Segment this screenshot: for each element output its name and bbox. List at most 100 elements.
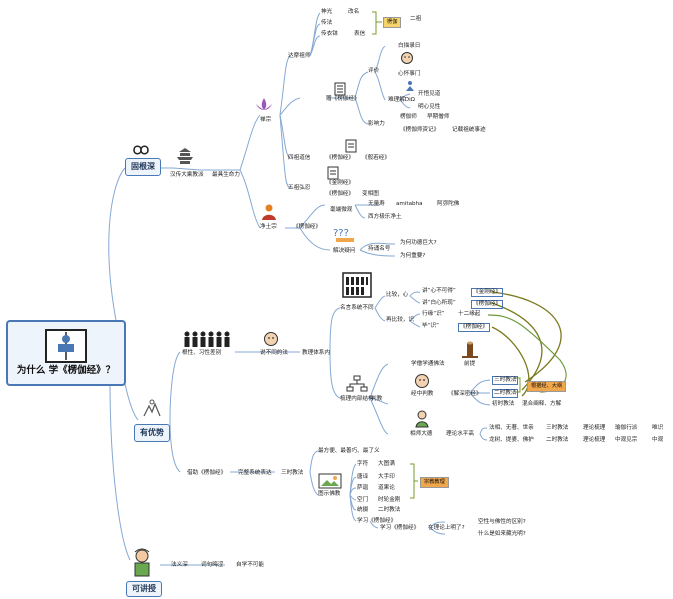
node-bianxiang[interactable]: 变相图 [362,191,379,197]
node-jingtu[interactable]: 净土宗 [260,224,277,230]
node-zifu[interactable]: 字符 [357,461,369,467]
node-kongmen[interactable]: 空门 [357,497,369,503]
node-mingxin[interactable]: 明心见性 [418,104,441,110]
row1-c3[interactable]: 瑜伽行派 [615,425,638,431]
node-wuliang[interactable]: 无量寿 [368,201,385,207]
node-lqj2[interactable]: 《楞伽经》 [326,191,354,197]
node-shuobutong[interactable]: 说不同的法 [260,350,288,356]
node-xuezhe[interactable]: 学僧学通佛法 [411,361,445,367]
node-shier[interactable]: 十二缘起 [458,311,481,317]
node-zuiju[interactable]: 最具生命力 [212,172,240,178]
row1-c0[interactable]: 法相、无著、世亲 [489,425,534,431]
node-jizai[interactable]: 记载祖统事迹 [452,127,486,133]
node-erzu[interactable]: 二祖 [410,16,422,22]
node-jingang2[interactable]: 《金刚经》 [326,180,354,186]
node-lqj1[interactable]: 《楞伽经》 [326,155,354,161]
row1-c1[interactable]: 三时教法 [546,425,569,431]
node-amituo[interactable]: 阿弥陀佛 [437,201,460,207]
node-wanzheng[interactable]: 完整系统表达 [238,470,272,476]
node-xifang[interactable]: 西方极乐净土 [368,214,402,220]
row1-c4[interactable]: 唯识 [652,425,664,431]
row2-c3[interactable]: 中观见宗 [615,437,638,443]
node-lilunshang[interactable]: 在理论上明了? [428,525,465,531]
row2-c0[interactable]: 龙树、提婆、佛护 [489,437,534,443]
node-shenguang[interactable]: 神光 [321,9,333,15]
node-baiju[interactable]: 白描录日 [398,43,421,49]
node-sizu[interactable]: 四祖道信 [288,155,311,161]
node-zui[interactable]: 最方便、最善巧、最了义 [318,448,380,454]
node-jiang2[interactable]: 讲“白心所现” [422,300,456,306]
node-xuexi[interactable]: 学习《楞伽经》 [380,525,420,531]
node-jingzhong[interactable]: 经中判教 [411,391,434,397]
root-node[interactable]: 为什么 学《楞伽经》？ [6,320,126,386]
node-hanchuan[interactable]: 汉传大乘教派 [170,172,204,178]
node-amitabha[interactable]: amitabha [396,201,423,207]
node-gaiming[interactable]: 改名 [348,9,360,15]
row1-c2[interactable]: 理论梳理 [583,425,606,431]
node-tangshi[interactable]: 唐译 [357,474,369,480]
node-sanshi2[interactable]: 三时教法 [281,470,304,476]
node-hunhe[interactable]: 混合阐释、方解 [522,401,562,407]
node-jiezhong[interactable]: 《解深密经》 [448,391,482,397]
node-haoduan[interactable]: 毫端微观 [330,207,353,213]
node-zeng[interactable]: 赠《楞伽经》 [326,96,360,102]
node-jieshi[interactable]: 解决疑问 [333,248,356,254]
node-bijing[interactable]: 毕“识” [422,323,439,329]
node-sanshi[interactable]: 三时教法 [492,376,519,385]
node-jingang1[interactable]: 《般若经》 [362,155,390,161]
tag-zongjiao[interactable]: 宗教教理 [420,477,449,488]
node-kongxing[interactable]: 空性与佛性的区别? [478,519,526,525]
node-dashou[interactable]: 大手印 [378,474,395,480]
node-xinhuai[interactable]: 心怀事门 [398,71,421,77]
node-bijiao[interactable]: 比较，心 [386,292,409,298]
node-zaoqi[interactable]: 早期僧师 [427,114,450,120]
node-genxing[interactable]: 根性、习性差别 [182,350,222,356]
branch-youyoushi[interactable]: 有优势 [134,424,170,442]
node-fawen[interactable]: 法义深 [171,562,188,568]
node-xuelu[interactable]: 学习《楞伽经》 [357,518,397,524]
node-shizheng[interactable]: 时轮金刚 [378,497,401,503]
node-pingjia[interactable]: 评价 [368,68,380,74]
node-shuli[interactable]: 梳理内部结构 [340,396,374,402]
node-mingyan[interactable]: 名言系统不同 [340,305,374,311]
node-damo[interactable]: 达摩祖师 [288,53,311,59]
node-lilun[interactable]: 理论水平高 [446,431,474,437]
node-chuanyibo[interactable]: 传衣钵 [321,31,338,37]
node-nanli[interactable]: 难理解DiΩ [388,97,415,103]
node-lianshi[interactable]: 道果论 [378,485,395,491]
branch-kejiangshou[interactable]: 可讲授 [126,581,162,597]
node-lqj-b[interactable]: 《楞伽经》 [458,323,490,332]
node-biaozheng[interactable]: 表信 [354,31,366,37]
node-dajia[interactable]: 大图满 [378,461,395,467]
row2-c1[interactable]: 二时教法 [546,437,569,443]
node-lqj[interactable]: 《楞伽经》 [471,300,503,309]
node-tongyi[interactable]: 统摄 [357,507,369,513]
row2-c2[interactable]: 理论梳理 [583,437,606,443]
node-shenme[interactable]: 什么是如来藏光明? [478,531,526,537]
node-zixue[interactable]: 自学不可能 [236,562,264,568]
node-chuanfa[interactable]: 传法 [321,20,333,26]
node-ershi[interactable]: 二时教法 [492,389,519,398]
node-lqj3[interactable]: 《楞伽经》 [293,224,321,230]
node-q2[interactable]: 为何重要? [400,253,426,259]
node-tuyuan[interactable]: 图示佛教 [318,491,341,497]
node-xiangdi[interactable]: 相师大德 [410,431,433,437]
node-jingang[interactable]: 《金刚经》 [471,288,503,297]
node-jiaoli[interactable]: 教理体系内 [302,350,330,356]
tag-genju[interactable]: 根据经、大纲 [527,381,567,392]
node-ciju[interactable]: 词句晦涩 [201,562,224,568]
node-jiang1[interactable]: 讲“心不可得” [422,288,456,294]
node-ershi2[interactable]: 二时教法 [378,507,401,513]
node-chisong[interactable]: 持诵名号 [368,246,391,252]
node-qiandi[interactable]: 前提 [464,361,476,367]
tag-lengqie[interactable]: 楞伽 [383,17,402,28]
branch-gugenshen[interactable]: 固根深 [125,158,161,176]
node-lengqie-ziji[interactable]: 《楞伽师资记》 [400,127,440,133]
node-chushi[interactable]: 初时教法 [492,401,515,407]
node-zai[interactable]: 再比较，识 [386,317,414,323]
node-jiezhu[interactable]: 借助《楞伽经》 [187,470,227,476]
node-kaiwu[interactable]: 开悟见道 [418,91,441,97]
node-lengqieshi[interactable]: 楞伽师 [400,114,417,120]
node-yingxiang[interactable]: 影响力 [368,121,385,127]
row2-c4[interactable]: 中观 [652,437,664,443]
